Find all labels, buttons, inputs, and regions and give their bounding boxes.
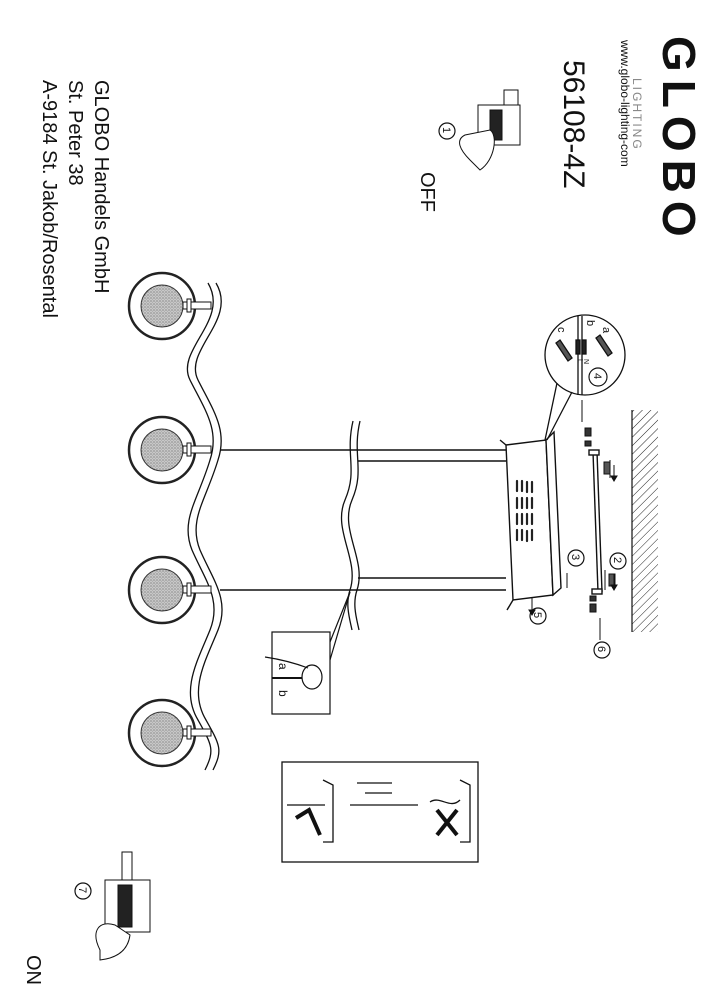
lamp-head-2 (127, 415, 212, 485)
terminal-block-off (459, 89, 521, 171)
cross-mark-icon (435, 808, 459, 837)
cable-label-a: a (276, 663, 290, 670)
step-4-badge (588, 367, 608, 387)
step-6-badge (593, 641, 611, 659)
step-3-badge (567, 549, 585, 567)
step-1-number: 1 (440, 127, 452, 134)
cable-instruction-box (281, 761, 479, 863)
step-2-number: 2 (611, 557, 623, 564)
arrows (528, 465, 618, 616)
screws-dowels (554, 400, 616, 640)
step-7-badge (74, 882, 92, 900)
lamp-head-4 (127, 698, 212, 768)
detail-4-label-b: b (584, 320, 596, 327)
check-mark-icon (294, 807, 322, 836)
terminal-block-on (95, 851, 151, 961)
lamp-head-1 (127, 271, 212, 341)
detail-wiring-circle (544, 314, 626, 441)
canopy-vents (515, 479, 534, 543)
detail-4-label-N: N (582, 359, 589, 365)
middle-wave-bar (340, 420, 361, 631)
detail-cable-box (264, 591, 351, 715)
step-3-number: 3 (569, 554, 581, 561)
detail-4-label-a: a (600, 327, 612, 334)
lamp-head-3 (127, 555, 212, 625)
step-2-badge (609, 552, 627, 570)
step-6-number: 6 (595, 646, 607, 653)
step-1-badge (438, 122, 456, 140)
step-5-number: 5 (531, 612, 543, 619)
ceiling (631, 410, 658, 632)
detail-4-label-c: c (555, 327, 567, 333)
step-4-number: 4 (591, 373, 603, 380)
suspension-rods (220, 449, 506, 591)
mounting-bracket (588, 449, 603, 595)
cable-label-b: b (276, 690, 290, 697)
main-wave-bar (186, 282, 223, 771)
step-7-number: 7 (76, 887, 88, 894)
canopy-box (499, 430, 562, 611)
